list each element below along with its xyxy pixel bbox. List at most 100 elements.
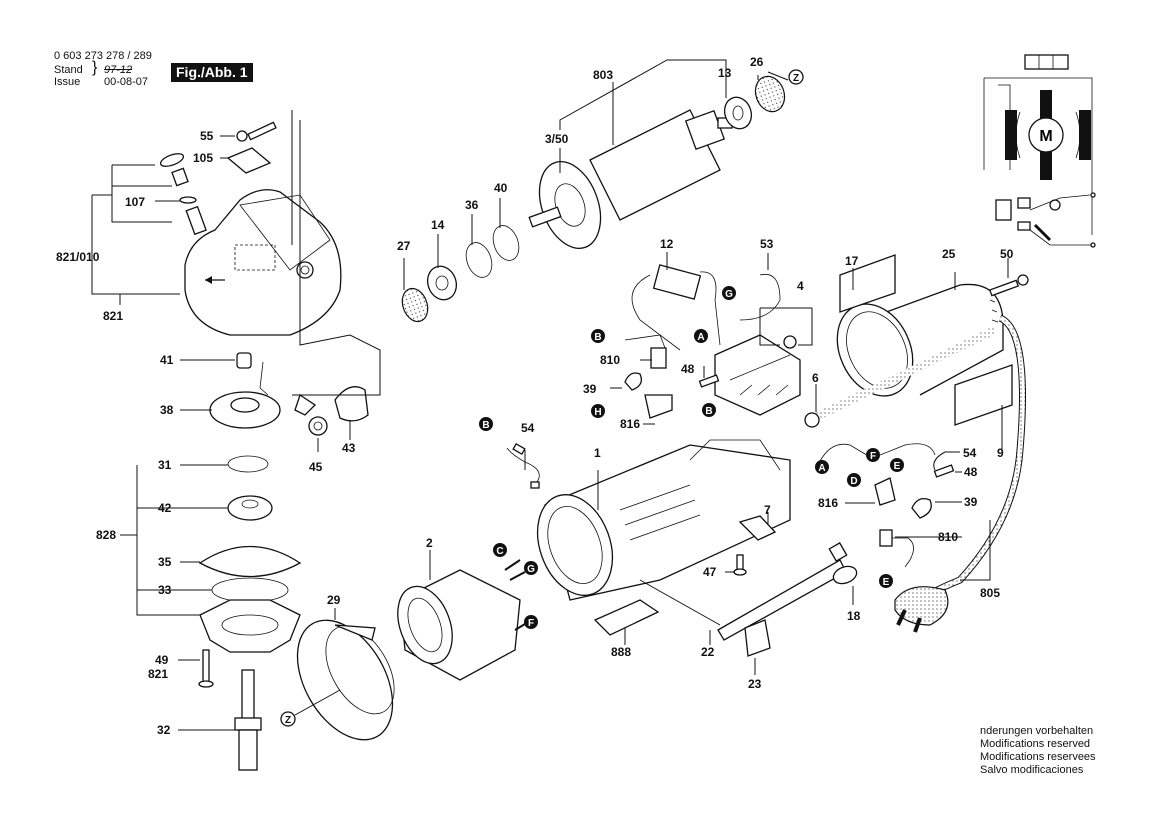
label-42: 42	[158, 501, 172, 515]
capacitor-12	[652, 264, 702, 300]
motor-cover-25	[836, 283, 1004, 397]
gasket-35	[198, 545, 302, 578]
svg-text:C: C	[496, 546, 503, 557]
label-816a: 816	[620, 417, 640, 431]
note-english: Modifications reserved	[980, 738, 1091, 750]
motor-label: M	[1039, 128, 1052, 145]
label-816b: 816	[818, 496, 838, 510]
label-53: 53	[760, 237, 774, 251]
svg-text:B: B	[705, 406, 712, 417]
brace: }	[92, 59, 98, 76]
svg-text:A: A	[697, 332, 704, 343]
badge-E1: E	[890, 458, 904, 472]
label-9: 9	[997, 446, 1004, 460]
svg-text:F: F	[528, 618, 534, 629]
label-48b: 48	[964, 465, 978, 479]
label-7: 7	[764, 503, 771, 517]
stand-value: 97-12	[104, 64, 133, 76]
footer-notes: nderungen vorbehalten Modifications rese…	[980, 725, 1096, 777]
wiring-schematic: M	[983, 54, 1096, 248]
screw-50	[988, 279, 1020, 297]
label-25: 25	[942, 247, 956, 261]
switch-knob	[783, 335, 797, 349]
marker-Z1: Z	[788, 69, 804, 85]
label-23: 23	[748, 677, 762, 691]
part-labels: 55 105 107 821/010 821 41 38 45 43 31 42…	[56, 55, 1014, 737]
spring-39b	[911, 497, 932, 519]
bearing-41	[236, 352, 252, 369]
label-821-010: 821/010	[56, 250, 100, 264]
badge-B3: B	[479, 417, 493, 431]
brush-810a	[650, 347, 667, 369]
label-828: 828	[96, 528, 116, 542]
svg-text:A: A	[818, 463, 825, 474]
brush-bottom	[1040, 150, 1052, 180]
spindle-32	[241, 669, 255, 721]
screw-49	[202, 649, 210, 683]
label-50: 50	[1000, 247, 1014, 261]
svg-text:E: E	[883, 577, 890, 588]
leader-lines	[91, 59, 1009, 731]
circlip-40	[492, 225, 520, 261]
label-27: 27	[397, 239, 411, 253]
label-107: 107	[125, 195, 145, 209]
armature-803	[528, 109, 733, 250]
note-german: nderungen vorbehalten	[980, 725, 1094, 737]
motor-symbol	[1028, 117, 1064, 153]
svg-text:B: B	[482, 420, 489, 431]
brush-810b	[879, 529, 893, 547]
spring-18	[832, 565, 858, 585]
switch-block	[1024, 54, 1069, 70]
badge-E2: E	[879, 574, 893, 588]
label-18: 18	[847, 609, 861, 623]
plug-805	[894, 586, 949, 626]
label-805: 805	[980, 586, 1000, 600]
label-22: 22	[701, 645, 715, 659]
label-2: 2	[426, 536, 433, 550]
figure-label: Fig./Abb. 1	[171, 63, 253, 82]
cap-107	[159, 153, 185, 167]
brush-holder-816b	[874, 477, 896, 506]
label-plate-105	[226, 147, 272, 174]
label-803: 803	[593, 68, 613, 82]
label-40: 40	[494, 181, 508, 195]
badge-H: H	[591, 404, 605, 418]
pinion-43	[334, 386, 369, 422]
label-47: 47	[703, 565, 717, 579]
badge-B2: B	[702, 403, 716, 417]
note-spanish: Salvo modificaciones	[980, 764, 1084, 776]
screw-55	[236, 121, 277, 142]
label-3-50: 3/50	[545, 132, 569, 146]
nut-45	[308, 416, 328, 436]
svg-text:G: G	[527, 564, 535, 575]
label-810a: 810	[600, 353, 620, 367]
circlip-31	[227, 455, 269, 473]
label-17: 17	[845, 254, 859, 268]
marker-Z2: Z	[280, 711, 296, 727]
label-810b: 810	[938, 530, 958, 544]
label-54b: 54	[963, 446, 977, 460]
label-35: 35	[158, 555, 172, 569]
label-33: 33	[158, 583, 172, 597]
label-39a: 39	[583, 382, 597, 396]
wire-53	[739, 273, 781, 321]
label-6: 6	[812, 371, 819, 385]
part-number: 0 603 273 278 / 289	[54, 50, 152, 62]
badge-B1: B	[591, 329, 605, 343]
bearing-sleeve-27	[401, 287, 429, 323]
label-41: 41	[160, 353, 174, 367]
svg-text:F: F	[870, 451, 876, 462]
washer-36	[465, 242, 493, 278]
washer-107	[179, 196, 197, 204]
svg-text:B: B	[594, 332, 601, 343]
issue-label: Issue	[54, 76, 81, 88]
svg-text:Z: Z	[285, 715, 291, 726]
badge-G2: G	[524, 561, 538, 575]
issue-value: 00-08-07	[104, 76, 149, 88]
label-43: 43	[342, 441, 356, 455]
label-4: 4	[797, 279, 804, 293]
stand-label: Stand	[54, 64, 83, 76]
label-13: 13	[718, 66, 732, 80]
